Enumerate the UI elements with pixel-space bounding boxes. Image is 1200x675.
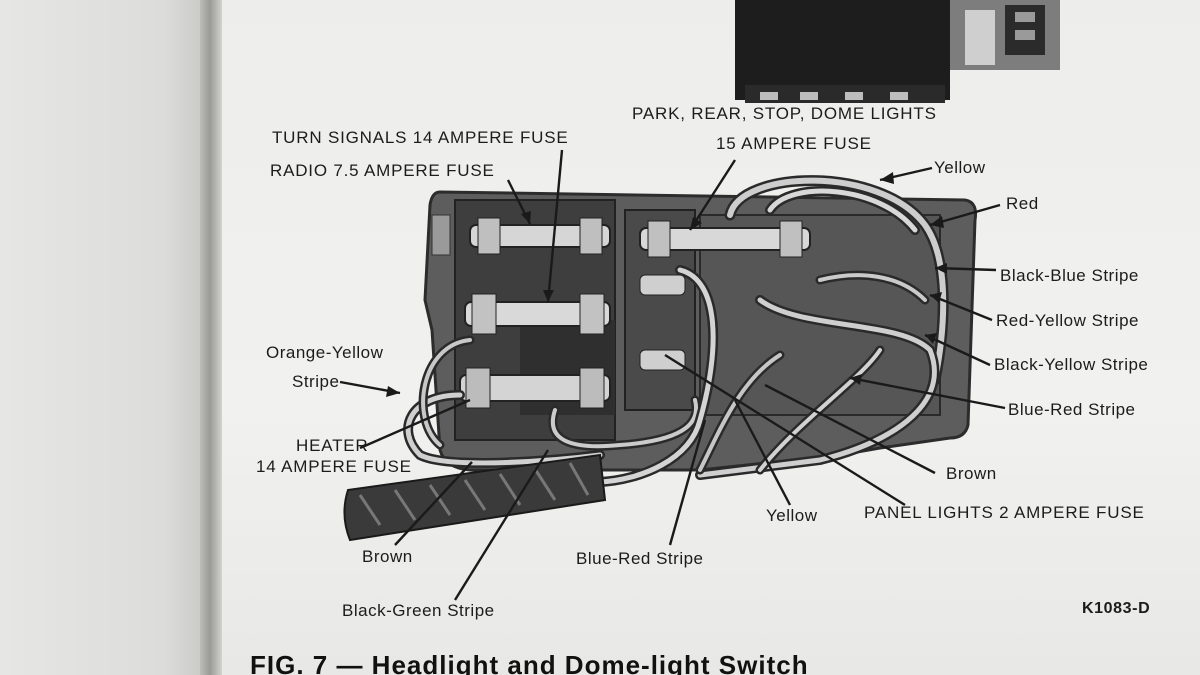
fuse-turn-signals bbox=[469, 217, 611, 255]
fuse-radio bbox=[464, 293, 611, 335]
label-heater: HEATER bbox=[296, 436, 369, 455]
leader-arrowheads bbox=[386, 172, 947, 397]
leader-lines bbox=[339, 149, 1006, 601]
label-blue-red-stripe-bottom: Blue-Red Stripe bbox=[576, 549, 704, 568]
label-black-blue-stripe: Black-Blue Stripe bbox=[1000, 266, 1139, 285]
label-brown-right: Brown bbox=[946, 464, 997, 483]
fuse-heater bbox=[459, 367, 611, 409]
label-heater-fuse: 14 AMPERE FUSE bbox=[256, 457, 412, 476]
wire-bundle bbox=[403, 175, 949, 487]
label-red-yellow-stripe: Red-Yellow Stripe bbox=[996, 311, 1139, 330]
label-15-ampere-fuse: 15 AMPERE FUSE bbox=[716, 134, 872, 153]
left-book-page bbox=[0, 0, 205, 675]
label-yellow-top: Yellow bbox=[934, 158, 986, 177]
label-yellow-bottom: Yellow bbox=[766, 506, 818, 525]
figure-caption: FIG. 7 — Headlight and Dome-light Switch bbox=[250, 650, 809, 675]
fuse-panel-lights bbox=[639, 274, 686, 371]
label-radio-fuse: RADIO 7.5 AMPERE FUSE bbox=[270, 161, 495, 180]
label-park-rear-stop-dome: PARK, REAR, STOP, DOME LIGHTS bbox=[632, 104, 937, 123]
book-gutter bbox=[200, 0, 222, 675]
figure-code: K1083-D bbox=[1082, 600, 1151, 617]
label-turn-signals-fuse: TURN SIGNALS 14 AMPERE FUSE bbox=[272, 128, 569, 147]
label-orange-yellow: Orange-Yellow bbox=[266, 343, 384, 362]
label-black-yellow-stripe: Black-Yellow Stripe bbox=[994, 355, 1149, 374]
top-connector-block bbox=[735, 0, 1060, 103]
label-red: Red bbox=[1006, 194, 1039, 213]
label-black-green-stripe: Black-Green Stripe bbox=[342, 601, 495, 620]
fuse-park-rear-stop-dome bbox=[639, 220, 811, 258]
label-brown-left: Brown bbox=[362, 547, 413, 566]
wire-harness-sleeve bbox=[343, 453, 607, 542]
label-orange-yellow-stripe: Stripe bbox=[292, 372, 340, 391]
label-panel-lights-fuse: PANEL LIGHTS 2 AMPERE FUSE bbox=[864, 503, 1145, 522]
label-blue-red-stripe-right: Blue-Red Stripe bbox=[1008, 400, 1136, 419]
